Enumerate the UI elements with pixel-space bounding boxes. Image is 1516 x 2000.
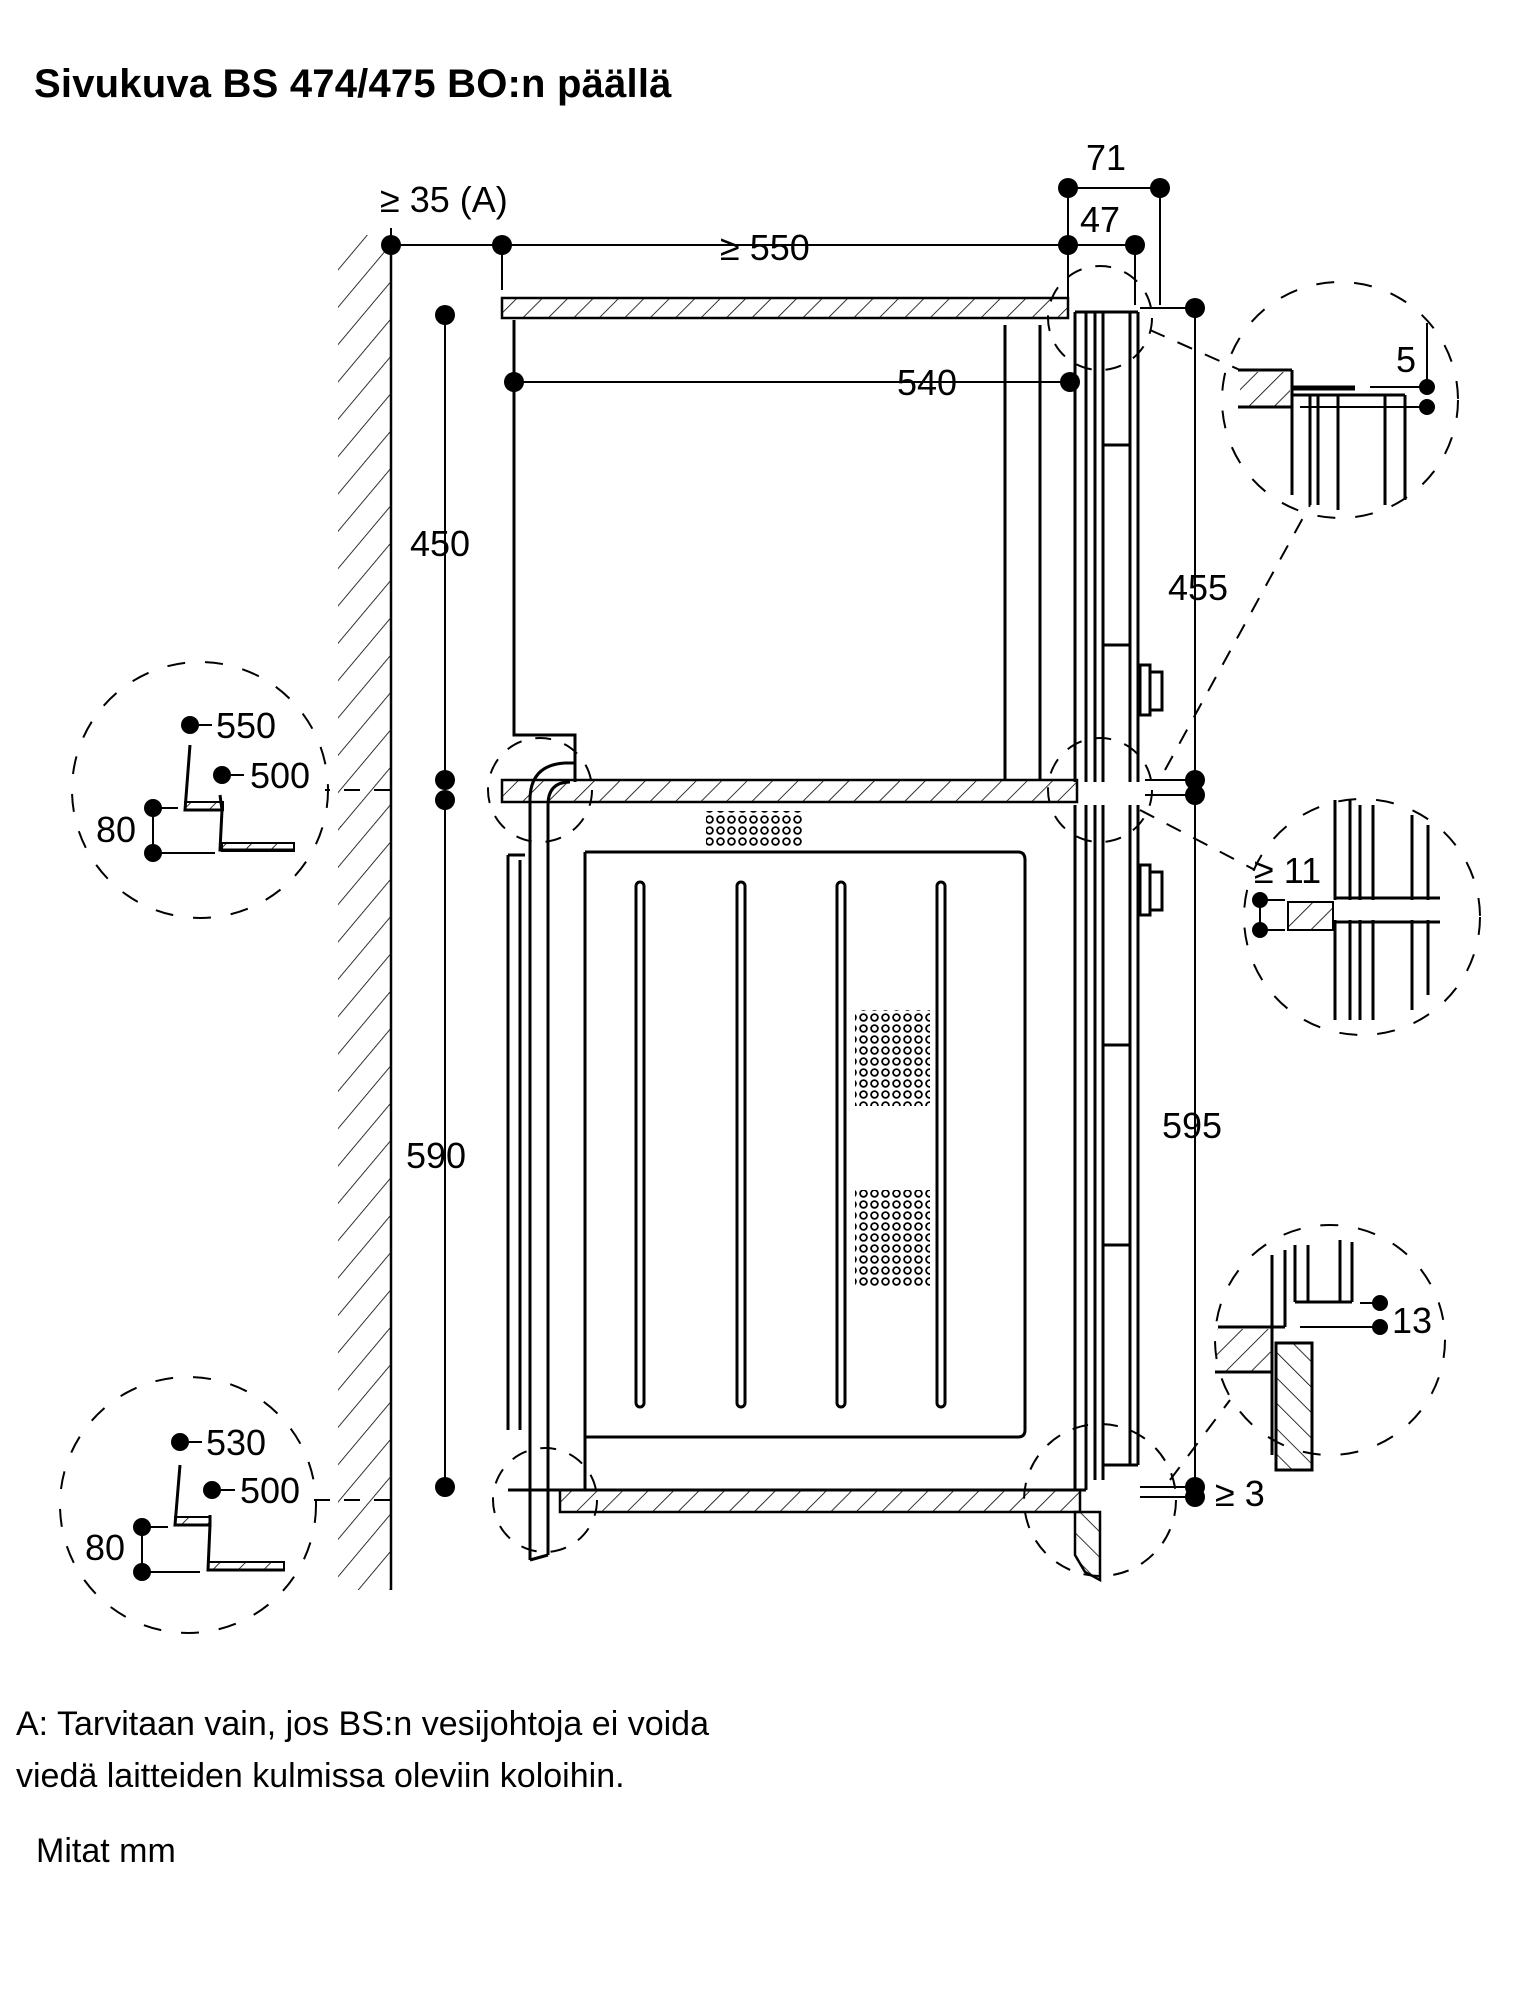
wall [338,235,393,1590]
detail-bottom-left-d1: 530 [206,1422,266,1463]
detail-markers [310,265,1311,1577]
cabinet-top-shelf [500,296,1070,320]
detail-top-left-h: 80 [96,809,136,850]
dim-depth-min: ≥ 550 [720,227,810,268]
steam-oven-body [512,310,1164,782]
detail-top-left: 550 500 80 [71,661,329,919]
detail-top-right-gap: 5 [1396,339,1416,380]
dim-wall-gap: ≥ 35 (A) [380,179,508,220]
vent-holes-upper [855,1010,930,1106]
page-title: Sivukuva BS 474/475 BO:n päällä [34,62,672,106]
detail-middle-right: ≥ 11 [1243,798,1481,1036]
dimension-dots [381,178,1205,1507]
detail-bottom-left-d2: 500 [240,1470,300,1511]
dimension-lines [390,187,1196,1498]
dim-height-455: 455 [1168,567,1228,608]
footnote-line-2: viedä laitteiden kulmissa oleviin koloih… [16,1757,625,1795]
units-label: Mitat mm [36,1832,176,1870]
middle-shelf [500,778,1079,804]
detail-bottom-right: 13 [1214,1224,1446,1472]
dim-height-595: 595 [1162,1105,1222,1146]
detail-bottom-left-h: 80 [85,1527,125,1568]
dim-front-47: 47 [1080,199,1120,240]
detail-bottom-right-gap: 13 [1392,1300,1432,1341]
detail-top-left-d1: 550 [216,705,276,746]
footnote-line-1: A: Tarvitaan vain, jos BS:n vesijohtoja … [16,1705,709,1743]
dim-height-450: 450 [410,523,470,564]
dim-height-590: 590 [406,1135,466,1176]
dim-gap-bottom: ≥ 3 [1215,1473,1265,1514]
detail-top-left-d2: 500 [250,755,310,796]
footnote: A: Tarvitaan vain, jos BS:n vesijohtoja … [16,1698,709,1802]
water-pipe [528,761,575,1562]
detail-middle-right-gap: ≥ 11 [1254,850,1321,891]
detail-bottom-left: 530 500 80 [59,1376,317,1634]
bottom-shelf [558,1488,1102,1583]
detail-top-right: 5 [1221,281,1459,519]
dim-depth-540: 540 [897,362,957,403]
dim-front-71: 71 [1086,137,1126,178]
vent-holes-top [706,811,802,847]
oven-body [506,805,1164,1492]
vent-holes-lower [855,1190,930,1286]
